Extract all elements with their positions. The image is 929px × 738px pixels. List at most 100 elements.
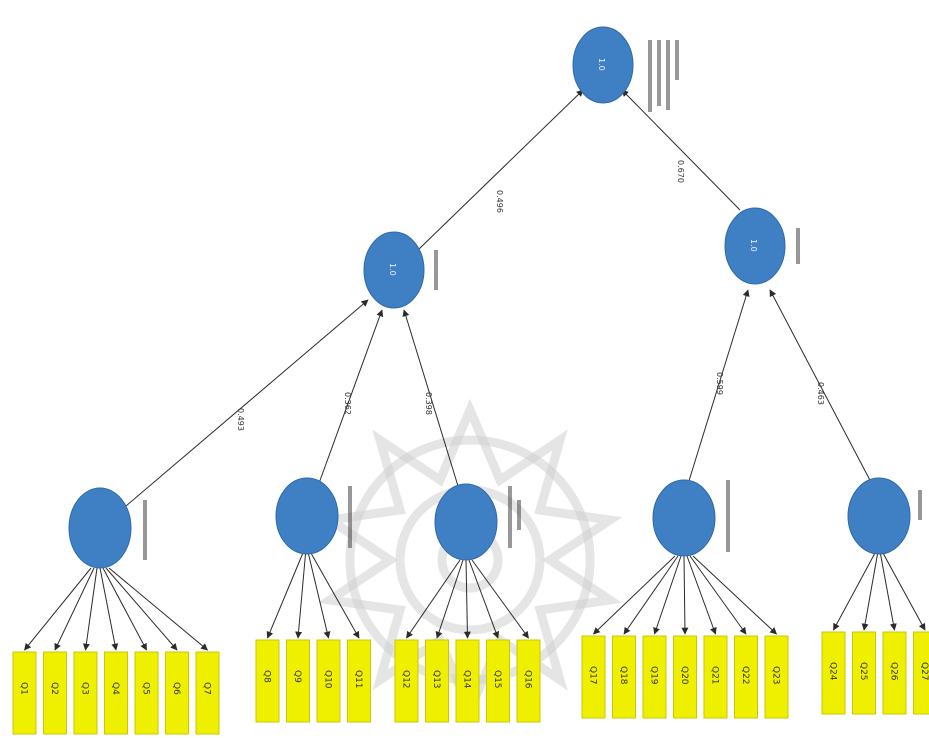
path-leaf1-mid1 (125, 299, 369, 507)
construct-leaf3 (434, 483, 498, 561)
structural-paths (125, 89, 873, 507)
indicator-arrow (861, 553, 878, 631)
coef-leaf5-mid2: 0.463 (816, 382, 825, 405)
indicator-label: Q20 (679, 666, 689, 685)
label-root (648, 40, 679, 112)
construct-leaf5 (847, 477, 911, 555)
construct-mid2 (724, 207, 786, 285)
label-mid2 (796, 228, 800, 264)
indicator-box (165, 651, 189, 735)
indicator-arrow (108, 567, 209, 651)
indicator-arrow (102, 567, 147, 651)
indicator-box (195, 651, 220, 735)
path-leaf2-mid1 (317, 309, 384, 487)
coef-leaf2-mid1: 0.362 (343, 392, 352, 415)
indicator-arrow (468, 559, 500, 639)
indicator-label: Q16 (523, 670, 533, 689)
indicator-box (286, 639, 310, 723)
indicator-box (425, 639, 449, 723)
indicator-box (882, 631, 907, 715)
construct-mid2-value: 1.0 (749, 239, 758, 252)
indicator-label: Q5 (141, 682, 151, 695)
indicator-arrow (623, 555, 679, 635)
path-leaf4-mid2 (687, 289, 750, 485)
indicator-box (581, 635, 606, 719)
indicator-arrow (681, 555, 689, 635)
label-leaf4 (726, 480, 730, 552)
indicator-label: Q15 (492, 670, 502, 689)
indicator-arrow (463, 559, 471, 639)
indicator-arrow (880, 553, 897, 631)
indicator-arrow (24, 567, 92, 651)
construct-leaf2 (275, 477, 339, 555)
indicator-arrow (653, 555, 682, 635)
indicator-label: Q12 (401, 670, 411, 689)
indicator-label: Q13 (431, 670, 441, 689)
indicator-arrow (592, 555, 676, 635)
indicator-arrow (54, 567, 95, 651)
indicator-label: Q21 (710, 666, 720, 685)
construct-nodes: 1.0 1.0 1.0 (68, 26, 911, 569)
coef-leaf4-mid2: 0.599 (715, 372, 724, 395)
indicator-arrow (311, 553, 360, 639)
indicator-box (43, 651, 67, 735)
indicator-label: Q27 (919, 662, 929, 681)
construct-labels (143, 40, 922, 560)
indicator-label: Q14 (462, 670, 472, 689)
indicator-box (104, 651, 128, 735)
construct-root-value: 1.0 (597, 58, 606, 71)
indicator-box (913, 631, 929, 715)
label-leaf5 (918, 490, 922, 520)
indicator-label: Q24 (828, 662, 838, 681)
path-coefficients: 0.496 0.670 0.493 0.362 0.398 0.599 0.46… (236, 160, 825, 431)
indicator-arrow (883, 553, 926, 631)
indicator-label: Q17 (588, 666, 598, 685)
indicator-label: Q25 (858, 662, 868, 681)
indicator-label: Q22 (740, 666, 750, 685)
label-leaf1 (143, 500, 147, 560)
indicator-label: Q19 (649, 666, 659, 685)
indicator-box (764, 635, 789, 719)
indicator-arrow (308, 553, 331, 639)
indicator-arrow (692, 555, 778, 635)
path-leaf3-mid1 (402, 309, 459, 487)
construct-mid1-value: 1.0 (388, 263, 397, 276)
coef-leaf1-mid1: 0.493 (236, 408, 245, 431)
indicator-arrow (99, 567, 119, 651)
indicator-label: Q1 (19, 682, 29, 695)
indicator-box (347, 639, 371, 723)
indicator-label: Q26 (889, 662, 899, 681)
label-leaf3 (508, 486, 521, 548)
indicator-label: Q9 (292, 670, 302, 683)
indicator-box (673, 635, 697, 719)
indicator-label: Q2 (49, 682, 59, 695)
construct-mid1 (363, 231, 425, 309)
indicator-label: Q23 (771, 666, 781, 685)
indicator-arrow (471, 559, 529, 639)
indicator-label: Q4 (110, 682, 120, 695)
indicator-label: Q11 (353, 670, 363, 689)
indicator-arrow (689, 555, 747, 635)
coef-mid1-root: 0.496 (495, 190, 504, 213)
indicator-label: Q6 (171, 682, 181, 695)
indicator-box (486, 639, 510, 723)
indicator-box (394, 639, 419, 723)
indicator-arrow (82, 567, 98, 651)
label-leaf2 (348, 486, 352, 548)
path-leaf5-mid2 (769, 289, 873, 485)
indicator-box (734, 635, 758, 719)
indicator-box (134, 651, 159, 735)
indicator-arrow (435, 559, 464, 639)
indicator-box (73, 651, 98, 735)
path-mid1-root (417, 89, 584, 251)
indicator-box (642, 635, 667, 719)
indicator-label: Q3 (80, 682, 90, 695)
construct-leaf1 (68, 487, 132, 569)
path-mid2-root (621, 89, 741, 211)
indicator-box (516, 639, 541, 723)
construct-leaf4 (652, 479, 716, 557)
indicator-box (316, 639, 341, 723)
coef-mid2-root: 0.670 (676, 160, 685, 183)
indicator-box (852, 631, 876, 715)
